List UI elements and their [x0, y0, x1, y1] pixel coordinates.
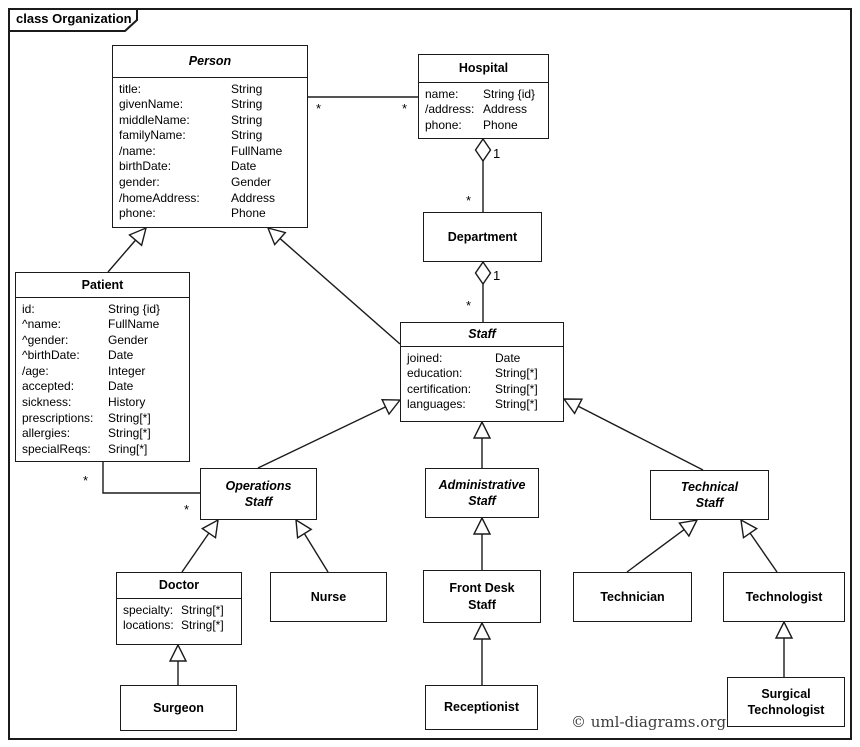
edge-patient-operations-staff	[102, 462, 200, 494]
diagram-frame-border	[8, 8, 852, 740]
attribute-row: sickness:History	[22, 395, 146, 410]
attribute-row: prescriptions:String[*]	[22, 410, 151, 425]
attribute-row: ^name:FullName	[22, 317, 160, 332]
class-attributes: id:String {id}^name:FullName^gender:Gend…	[16, 298, 189, 458]
class-name: Receptionist	[443, 700, 519, 715]
class-nurse: Nurse	[270, 572, 387, 622]
generalization-arrowhead	[295, 518, 313, 539]
attribute-row: name:String {id}	[425, 86, 536, 101]
attribute-row: gender:Gender	[119, 175, 272, 190]
multiplicity-label: *	[83, 473, 88, 488]
generalization-arrowhead	[128, 226, 148, 247]
class-name: Person	[113, 46, 307, 78]
attribute-row: phone:Phone	[119, 206, 266, 221]
attribute-row: allergies:String[*]	[22, 426, 151, 441]
edge-doctor-operations-staff	[181, 532, 210, 573]
edge-nurse-operations-staff	[303, 533, 329, 573]
attribute-row: phone:Phone	[425, 117, 518, 132]
attribute-row: specialReqs:Sring[*]	[22, 441, 148, 456]
attribute-row: /address:Address	[425, 102, 528, 117]
class-surgeon: Surgeon	[120, 685, 237, 731]
class-name: Technologist	[745, 589, 823, 604]
multiplicity-label: 1	[493, 268, 500, 283]
class-attributes: specialty:String[*]locations:String[*]	[117, 599, 241, 634]
attribute-row: id:String {id}	[22, 301, 161, 316]
attribute-row: certification:String[*]	[407, 381, 538, 396]
attribute-row: /name:FullName	[119, 143, 283, 158]
attribute-row: languages:String[*]	[407, 397, 538, 412]
class-name: Doctor	[117, 573, 241, 599]
attribute-row: familyName:String	[119, 128, 263, 143]
attribute-row: accepted:Date	[22, 379, 134, 394]
class-name: Patient	[16, 273, 189, 298]
attribute-row: birthDate:Date	[119, 159, 257, 174]
class-receptionist: Receptionist	[425, 685, 538, 730]
class-technician: Technician	[573, 572, 692, 622]
attribute-row: locations:String[*]	[123, 618, 224, 633]
frame-tab	[8, 8, 138, 32]
attribute-row: ^birthDate:Date	[22, 348, 134, 363]
attribute-row: title:String	[119, 81, 263, 96]
multiplicity-label: *	[466, 193, 471, 208]
class-name: Technician	[600, 589, 665, 604]
attribute-row: specialty:String[*]	[123, 602, 224, 617]
attribute-row: /homeAddress:Address	[119, 190, 276, 205]
edge-technologist-technical-staff	[749, 532, 778, 573]
edge-technician-technical-staff	[626, 528, 685, 573]
generalization-arrowhead	[740, 518, 759, 539]
attribute-row: joined:Date	[407, 350, 521, 365]
multiplicity-label: *	[466, 298, 471, 313]
class-name: Staff	[401, 323, 563, 347]
edge-staff-person	[279, 238, 401, 345]
attribute-row: education:String[*]	[407, 366, 538, 381]
class-name: Surgeon	[153, 700, 204, 715]
multiplicity-label: *	[316, 101, 321, 116]
watermark-text: © uml-diagrams.org	[571, 713, 727, 731]
attribute-row: givenName:String	[119, 97, 263, 112]
multiplicity-label: *	[184, 502, 189, 517]
generalization-arrowhead	[200, 518, 219, 539]
class-department: Department	[423, 212, 542, 262]
edge-patient-person	[107, 239, 137, 273]
edge-technical-staff-staff	[577, 405, 704, 471]
frame-label: class Organization	[16, 11, 132, 26]
multiplicity-label: *	[402, 101, 407, 116]
attribute-row: ^gender:Gender	[22, 332, 149, 347]
class-technologist: Technologist	[723, 572, 845, 622]
class-name: Nurse	[310, 589, 347, 604]
edge-operations-staff-staff	[257, 406, 386, 469]
attribute-row: /age:Integer	[22, 363, 146, 378]
class-name: Department	[447, 229, 518, 244]
attribute-row: middleName:String	[119, 112, 263, 127]
class-name: Hospital	[419, 55, 548, 83]
multiplicity-label: 1	[493, 146, 500, 161]
